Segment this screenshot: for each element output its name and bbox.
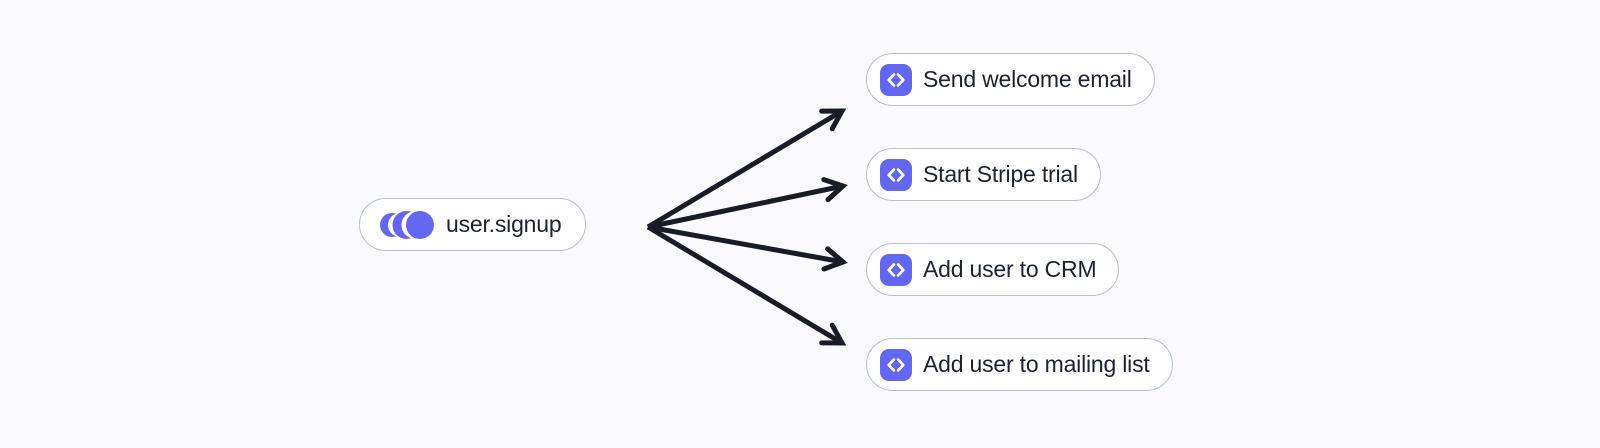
arrow-connector-3 — [647, 224, 848, 272]
function-node-label: Add user to CRM — [923, 256, 1097, 282]
arrow-connector-1 — [646, 108, 847, 230]
code-brackets-icon — [880, 63, 912, 96]
code-brackets-icon — [880, 253, 912, 286]
event-node-user-signup[interactable]: user.signup — [359, 198, 587, 251]
function-node-label: Add user to mailing list — [923, 351, 1150, 377]
code-brackets-icon — [880, 348, 912, 381]
function-node-label: Start Stripe trial — [923, 161, 1078, 187]
function-node-add-user-to-crm[interactable]: Add user to CRM — [866, 243, 1120, 296]
arrow-connector-2 — [647, 177, 848, 230]
function-node-label: Send welcome email — [923, 66, 1132, 92]
event-pulse-icon — [380, 210, 434, 239]
arrow-connector-4 — [646, 224, 847, 346]
code-brackets-icon — [880, 158, 912, 191]
event-node-label: user.signup — [446, 211, 562, 237]
function-node-start-stripe-trial[interactable]: Start Stripe trial — [866, 148, 1101, 201]
function-node-send-welcome-email[interactable]: Send welcome email — [866, 53, 1155, 106]
function-node-add-user-to-mailing-list[interactable]: Add user to mailing list — [866, 338, 1173, 391]
